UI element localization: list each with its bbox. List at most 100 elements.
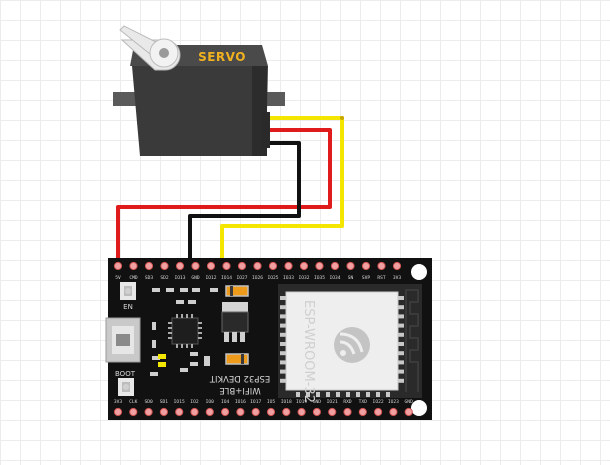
board-name-line1: WIFI+BLE [219,385,260,395]
bottom-pin-label: IO16 [235,399,246,405]
bottom-pin-label: IO2 [190,399,199,405]
bottom-pin-label: TXD [359,399,368,405]
board-silkscreen: WIFI+BLE ESP32 DEVKIT [209,373,270,395]
top-pin-label: IO26 [252,275,263,281]
voltage-regulator [221,302,249,342]
servo-motor[interactable]: SERVO [113,25,285,156]
top-pin-svp[interactable] [361,261,371,271]
bottom-pin-label: IO17 [250,399,261,405]
top-pin-3v3[interactable] [392,261,402,271]
boot-button[interactable] [118,378,134,396]
bottom-pin-header [113,407,413,417]
top-pin-io25[interactable] [268,261,278,271]
bottom-pin-label: IO15 [174,399,185,405]
en-button[interactable] [120,282,136,300]
bottom-pin-label: IO23 [388,399,399,405]
top-pin-gnd[interactable] [191,261,200,271]
bottom-pin-label: CLK [129,399,138,405]
castellation-pad [280,296,286,300]
wire-black-ground[interactable] [188,141,301,267]
espressif-logo [334,327,370,363]
castellation-pad [280,314,286,319]
castellation-pad [280,369,286,374]
castellation-pad [386,392,390,397]
bottom-pin-io15[interactable] [175,407,184,417]
top-pin-label: GND [191,275,200,281]
servo-horn[interactable] [119,25,181,71]
top-pin-io32[interactable] [299,261,309,271]
bottom-pin-gnd[interactable] [312,407,321,417]
top-pin-io33[interactable] [284,261,293,271]
bottom-pin-io18[interactable] [282,407,291,417]
top-pin-label: SN [348,275,354,281]
castellation-pad [398,342,404,346]
bottom-pin-txd[interactable] [358,407,367,417]
top-pin-label: IO32 [298,275,309,281]
castellation-pad [326,392,330,397]
usb-uart-chip [168,314,202,348]
bottom-pin-io5[interactable] [266,407,276,417]
bottom-pin-sd0[interactable] [144,407,153,417]
top-pin-io35[interactable] [315,261,324,271]
servo-label: SERVO [198,50,246,64]
castellation-pad [280,323,286,328]
castellation-pad [296,392,300,397]
bottom-pin-io17[interactable] [251,407,260,417]
module-castellations [280,296,404,397]
top-pin-io27[interactable] [237,261,247,271]
wires [116,116,344,267]
top-pin-io14[interactable] [222,261,231,271]
bottom-pin-label: SD1 [160,399,169,405]
wire-yellow-signal[interactable] [220,116,344,267]
top-pin-label: IO14 [221,275,232,281]
castellation-pad [280,378,286,383]
bottom-pin-label: 3V3 [114,399,123,405]
micro-usb-port[interactable] [105,317,141,363]
bottom-pin-io4[interactable] [221,407,230,417]
top-pin-5v[interactable] [113,261,123,271]
wire-red-power[interactable] [116,128,332,267]
top-pin-rst[interactable] [377,261,386,271]
bottom-pin-io23[interactable] [389,407,398,417]
castellation-pad [398,323,404,328]
castellation-pad [398,314,404,319]
top-pin-label: RST [377,275,386,281]
pcb-antenna [405,289,419,392]
bottom-pin-label: IO4 [221,399,230,405]
top-pin-sd2[interactable] [160,261,169,271]
bottom-pin-sd1[interactable] [159,407,168,417]
bottom-pin-io0[interactable] [205,407,214,417]
bottom-pin-rxd[interactable] [343,407,352,417]
top-pin-sn[interactable] [346,261,355,271]
smd-components [150,288,218,376]
castellation-pad [280,342,286,346]
top-pin-label: 3V3 [393,275,402,281]
bottom-pin-gnd[interactable] [404,407,413,417]
top-pin-io12[interactable] [206,261,216,271]
bottom-pin-io21[interactable] [328,407,337,417]
bottom-pin-3v3[interactable] [113,407,123,417]
bottom-pin-io16[interactable] [236,407,245,417]
top-pin-label: IO12 [205,275,216,281]
bottom-pin-io22[interactable] [374,407,383,417]
castellation-pad [356,392,360,397]
servo-mount-tab-left [113,92,139,106]
top-pin-header [113,261,402,271]
en-label: EN [123,303,133,311]
top-pin-io34[interactable] [330,261,340,271]
top-pin-io26[interactable] [253,261,262,271]
top-pin-sd3[interactable] [144,261,154,271]
top-pin-io13[interactable] [175,261,185,271]
top-pin-label: IO13 [174,275,185,281]
top-pin-cmd[interactable] [129,261,138,271]
bottom-pin-label: IO5 [267,399,276,405]
bottom-pin-io19[interactable] [297,407,306,417]
castellation-pad [366,392,370,397]
top-pin-label: 5V [115,275,121,281]
servo-body [132,66,268,156]
bottom-pin-clk[interactable] [129,407,138,417]
bottom-pin-io2[interactable] [190,407,199,417]
top-pin-label: IO34 [329,275,340,281]
